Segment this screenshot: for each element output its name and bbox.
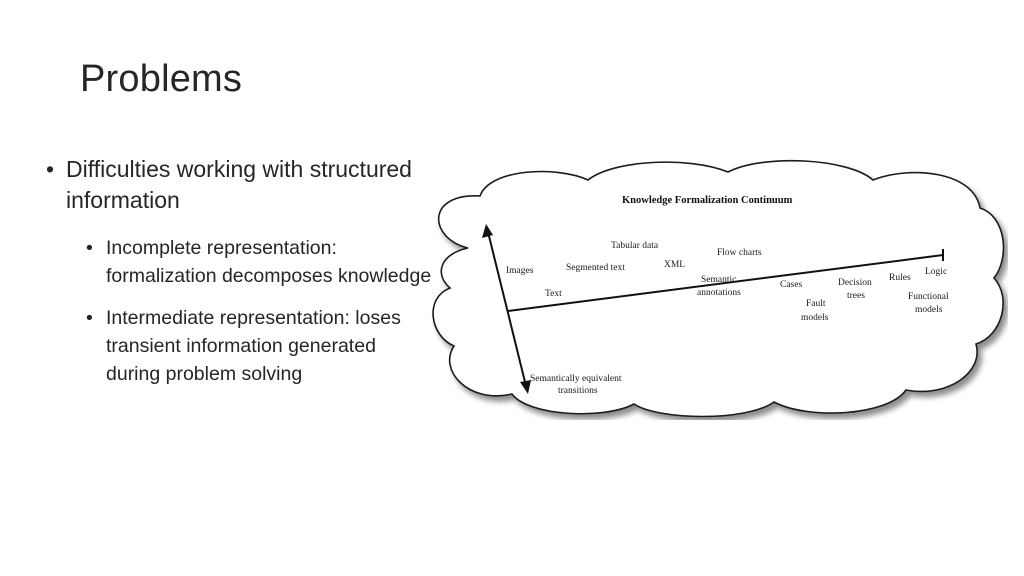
bullet-list: • Difficulties working with structured i… [44, 154, 434, 402]
label-rules: Rules [889, 273, 911, 283]
label-flow-charts: Flow charts [717, 248, 762, 258]
label-decision-trees-2: trees [847, 291, 865, 301]
label-decision-trees-1: Decision [838, 278, 872, 288]
knowledge-continuum-figure: Knowledge Formalization Continuum Images… [428, 158, 1008, 420]
sub-bullet-list: • Incomplete representation: formalizati… [66, 234, 434, 388]
label-segmented-text: Segmented text [566, 263, 625, 273]
sub-bullet-text: Incomplete representation: formalization… [106, 237, 432, 287]
bullet-dot: • [46, 156, 55, 182]
sub-bullet-text: Intermediate representation: loses trans… [106, 307, 401, 385]
slide-title: Problems [80, 58, 243, 100]
arrowhead-top-icon [482, 224, 493, 238]
sub-bullet-dot: • [86, 237, 93, 259]
label-semantic-annotations-1: Semantic [701, 275, 736, 285]
sub-bullet-item: • Intermediate representation: loses tra… [66, 304, 434, 388]
arrowhead-bottom-icon [520, 380, 531, 394]
label-cases: Cases [780, 280, 802, 290]
bullet-text: Difficulties working with structured inf… [66, 156, 412, 213]
label-fault-models-2: models [801, 313, 829, 323]
label-images: Images [506, 266, 534, 276]
label-functional-models-2: models [915, 305, 943, 315]
label-xml: XML [664, 260, 685, 270]
sub-bullet-dot: • [86, 307, 93, 329]
label-functional-models-1: Functional [908, 292, 949, 302]
label-text: Text [545, 289, 562, 299]
cloud-shape [432, 159, 1005, 418]
continuum-diagram: Knowledge Formalization Continuum Images… [432, 159, 1005, 418]
diagram-title: Knowledge Formalization Continuum [622, 195, 793, 206]
label-fault-models-1: Fault [806, 299, 826, 309]
bullet-item: • Difficulties working with structured i… [44, 154, 434, 388]
label-tabular-data: Tabular data [611, 241, 659, 251]
label-semantic-annotations-2: annotations [697, 288, 741, 298]
label-logic: Logic [925, 267, 947, 277]
vertical-axis-arrow [487, 231, 527, 387]
continuum-axis-line [507, 254, 944, 312]
sub-bullet-item: • Incomplete representation: formalizati… [66, 234, 434, 290]
label-transitions-1: Semantically equivalent [530, 374, 622, 384]
label-transitions-2: transitions [558, 386, 598, 396]
